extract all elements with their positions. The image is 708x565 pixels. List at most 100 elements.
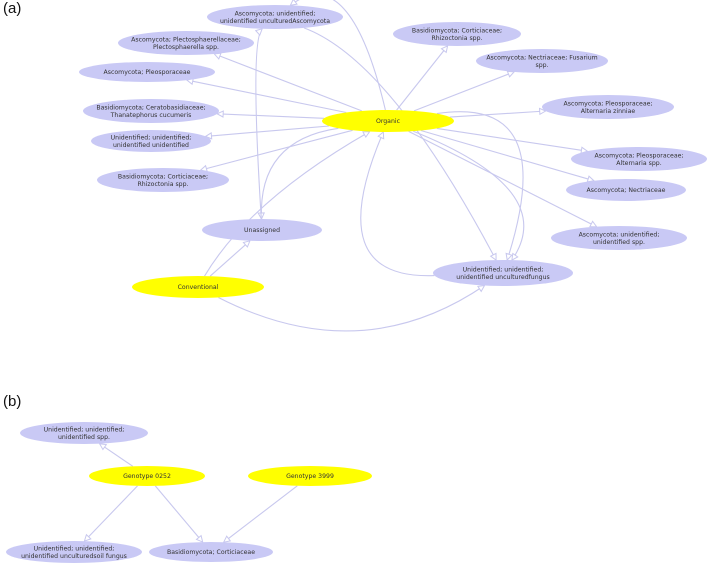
- node-asco-unc[interactable]: Ascomycota; unidentified;unidentified un…: [207, 5, 343, 29]
- node-unid-fungus-label-line: Unidentified; unidentified;: [463, 266, 544, 273]
- node-basi-cort-2-shape: [97, 168, 229, 192]
- node-unassigned-label-line: Unassigned: [244, 227, 280, 234]
- node-g3999-shape: [248, 466, 372, 486]
- edge-conventional-to-unid-fungus: [218, 285, 485, 332]
- node-asco-pleo-shape: [79, 62, 215, 82]
- node-unid-unid-label-line: unidentified unidentified: [113, 142, 189, 149]
- node-basi-cort-2[interactable]: Basidiomycota; Corticiaceae;Rhizoctonia …: [97, 168, 229, 192]
- edge-organic-to-asco-alt-zinniae-arrowhead: [538, 107, 547, 116]
- node-organic-shape: [322, 110, 454, 132]
- node-unid-fungus[interactable]: Unidentified; unidentified;unidentified …: [433, 260, 573, 286]
- edge-g0252-to-b-soil-arrowhead: [83, 533, 92, 542]
- node-b-cort[interactable]: Basidiomycota; Corticiaceae: [149, 542, 273, 562]
- node-conventional[interactable]: Conventional: [132, 276, 264, 298]
- edge-organic-to-asco-unid-spp-arrowhead: [589, 220, 598, 228]
- edge-organic-to-asco-fusarium-arrowhead: [506, 70, 516, 78]
- node-basi-cerato-label-line: Thanatephorus cucumeris: [110, 112, 192, 119]
- node-asco-plecto-label-line: Ascomycota; Plectosphaerellaceae;: [131, 36, 241, 43]
- node-basi-cerato[interactable]: Basidiomycota; Ceratobasidiaceae;Thanate…: [83, 99, 219, 123]
- node-g0252[interactable]: Genotype 0252: [89, 466, 205, 486]
- node-asco-alt-spp-label-line: Alternaria spp.: [616, 160, 661, 167]
- edge-organic-to-asco-plecto-arrowhead: [213, 52, 222, 60]
- edge-organic-to-basi-cort-2: [200, 129, 353, 171]
- node-asco-fusarium-label-line: Ascomycota; Nectriaceae; Fusarium: [486, 54, 597, 61]
- arc-unassigned-to-asco-unc-arrowhead: [254, 28, 264, 37]
- node-unassigned[interactable]: Unassigned: [202, 219, 322, 241]
- edge-organic-to-unid-unid: [205, 125, 330, 137]
- edge-conventional-to-unassigned: [209, 240, 251, 277]
- node-conventional-label-line: Conventional: [178, 284, 219, 291]
- node-b-soil-shape: [6, 541, 142, 563]
- node-b-unid-spp-label-line: Unidentified; unidentified;: [44, 426, 125, 433]
- edge-organic-to-basi-cerato: [217, 113, 325, 119]
- node-asco-alt-zinniae[interactable]: Ascomycota; Pleosporaceae;Alternaria zin…: [542, 95, 674, 119]
- node-asco-plecto-shape: [118, 31, 254, 55]
- node-asco-plecto-label-line: Plectosphaerella spp.: [153, 44, 219, 51]
- node-asco-unc-label-line: unidentified unculturedAscomycota: [220, 18, 330, 25]
- node-asco-fusarium-shape: [476, 49, 608, 73]
- node-g0252-shape: [89, 466, 205, 486]
- node-asco-nect-shape: [566, 179, 686, 201]
- edge-g0252-to-b-soil: [84, 485, 138, 542]
- node-asco-unid-spp[interactable]: Ascomycota; unidentified;unidentified sp…: [551, 226, 687, 250]
- node-basi-cerato-label-line: Basidiomycota; Ceratobasidiaceae;: [96, 104, 205, 111]
- edge-g0252-to-b-cort-arrowhead: [195, 534, 204, 543]
- edge-organic-to-unid-fungus-arrowhead: [511, 252, 519, 262]
- node-g3999[interactable]: Genotype 3999: [248, 466, 372, 486]
- node-basi-cerato-shape: [83, 99, 219, 123]
- arc-organic-to-unid-fungus-arrowhead: [505, 252, 513, 262]
- node-g0252-label-line: Genotype 0252: [123, 473, 171, 480]
- node-b-soil-label-line: Unidentified; unidentified;: [34, 545, 115, 552]
- node-unid-fungus-shape: [433, 260, 573, 286]
- node-b-unid-spp-shape: [20, 422, 148, 444]
- node-asco-plecto[interactable]: Ascomycota; Plectosphaerellaceae;Plectos…: [118, 31, 254, 55]
- node-asco-unid-spp-label-line: Ascomycota; unidentified;: [579, 231, 660, 238]
- edge-organic-to-asco-unid-spp: [408, 130, 597, 228]
- arc-unassigned-to-asco-unc: [255, 28, 263, 220]
- node-basi-cort-1-label-line: Basidiomycota; Corticiaceae;: [412, 27, 502, 34]
- edge-organic-to-asco-plecto: [214, 53, 362, 112]
- node-asco-alt-spp[interactable]: Ascomycota; Pleosporaceae;Alternaria spp…: [571, 147, 707, 171]
- edge-organic-to-asco-unc: [290, 0, 386, 111]
- node-b-cort-shape: [149, 542, 273, 562]
- node-conventional-shape: [132, 276, 264, 298]
- edge-g0252-to-b-unid-spp: [99, 443, 134, 467]
- edge-conventional-to-organic-arrowhead: [362, 131, 371, 139]
- edge-organic-to-unid-unid-arrowhead: [204, 132, 213, 140]
- edge-g3999-to-b-cort-arrowhead: [222, 535, 232, 543]
- panel-a-label: (a): [3, 0, 22, 17]
- node-asco-nect[interactable]: Ascomycota; Nectriaceae: [566, 179, 686, 201]
- node-b-unid-spp[interactable]: Unidentified; unidentified;unidentified …: [20, 422, 148, 444]
- node-b-unid-spp-label-line: unidentified spp.: [58, 434, 110, 441]
- arc-unid-fungus-to-organic: [360, 131, 435, 277]
- node-asco-pleo-label-line: Ascomycota; Pleosporaceae: [104, 69, 191, 76]
- edge-g0252-to-b-unid-spp-arrowhead: [98, 443, 108, 451]
- node-asco-unc-shape: [207, 5, 343, 29]
- node-basi-cort-1[interactable]: Basidiomycota; Corticiaceae;Rhizoctonia …: [393, 22, 521, 46]
- edges-layer: [83, 0, 598, 543]
- node-asco-alt-zinniae-shape: [542, 95, 674, 119]
- node-b-soil[interactable]: Unidentified; unidentified;unidentified …: [6, 541, 142, 563]
- node-unid-unid[interactable]: Unidentified; unidentified;unidentified …: [91, 130, 211, 152]
- panel-b-label: (b): [3, 393, 22, 410]
- arc-organic-to-unid-fungus: [436, 111, 524, 261]
- edge-organic-to-asco-pleo: [186, 79, 347, 114]
- node-asco-alt-spp-shape: [571, 147, 707, 171]
- edge-conventional-to-organic: [204, 131, 370, 277]
- node-organic[interactable]: Organic: [322, 110, 454, 132]
- edge-organic-to-asco-nect: [420, 129, 595, 182]
- edge-organic-to-asco-fusarium: [413, 71, 515, 112]
- node-unid-unid-label-line: Unidentified; unidentified;: [111, 134, 192, 141]
- node-asco-alt-spp-label-line: Ascomycota; Pleosporaceae;: [595, 152, 684, 159]
- node-asco-alt-zinniae-label-line: Ascomycota; Pleosporaceae;: [564, 100, 653, 107]
- node-basi-cort-1-label-line: Rhizoctonia spp.: [431, 35, 482, 42]
- node-b-soil-label-line: unidentified unculturedsoil fungus: [21, 553, 127, 560]
- edge-organic-to-unassigned: [260, 127, 339, 220]
- node-asco-unid-spp-shape: [551, 226, 687, 250]
- edge-organic-to-asco-alt-zinniae: [449, 110, 546, 118]
- node-asco-pleo[interactable]: Ascomycota; Pleosporaceae: [79, 62, 215, 82]
- node-asco-nect-label-line: Ascomycota; Nectriaceae: [587, 187, 666, 194]
